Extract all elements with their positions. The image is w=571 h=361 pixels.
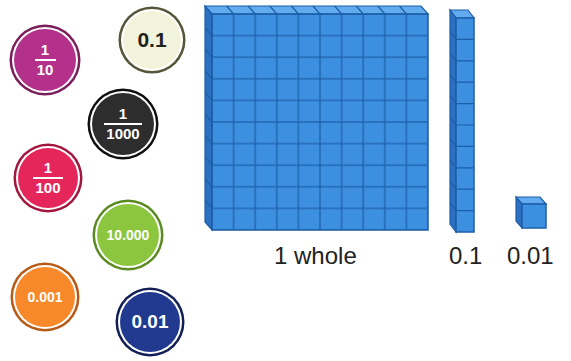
- counter-value: 0.1: [137, 29, 166, 51]
- counter-rim: [10, 25, 81, 96]
- place-value-counter: 1100: [13, 143, 83, 213]
- counter-value: 1: [41, 42, 49, 58]
- hundredth-cube: [516, 197, 546, 228]
- counter-rim: [119, 7, 186, 74]
- hundred-flat: [205, 6, 428, 230]
- counter-value: 1: [44, 160, 52, 176]
- counter-rim: [88, 89, 159, 160]
- place-value-counter: 0.001: [10, 262, 80, 332]
- counter-face: [97, 204, 159, 266]
- counter-value: 1: [119, 106, 127, 122]
- counter-ring: [13, 265, 77, 329]
- fraction-bar: [35, 59, 56, 61]
- counter-face: [15, 267, 75, 327]
- counter-ring: [121, 9, 183, 71]
- counter-ring: [95, 202, 161, 268]
- counter-value: 1000: [106, 126, 139, 142]
- fraction-bar: [104, 123, 142, 125]
- counter-face: [18, 148, 78, 208]
- counter-rim: [14, 144, 83, 213]
- place-value-counter: 110: [9, 24, 81, 96]
- counter-face: [92, 93, 154, 155]
- counter-text-box: 0.001: [10, 262, 80, 332]
- counter-value: 100: [35, 180, 60, 196]
- fraction-bar: [33, 177, 63, 179]
- counter-face: [14, 29, 76, 91]
- counter-rim: [93, 200, 164, 271]
- block-label: 0.1: [449, 242, 482, 270]
- place-value-counter: 1 1000: [87, 88, 159, 160]
- counter-text-box: 0.1: [118, 6, 186, 74]
- counter-value: 0.01: [132, 312, 169, 332]
- counter-rim: [11, 263, 80, 332]
- tenth-rod: [450, 10, 474, 232]
- counter-value: 0.001: [27, 290, 62, 305]
- counter-text-box: 0.01: [115, 287, 185, 357]
- counter-value: 10.000: [107, 228, 150, 243]
- counter-text-box: 1100: [13, 143, 83, 213]
- counter-ring: [90, 91, 156, 157]
- counter-ring: [118, 290, 182, 354]
- place-value-counter: 10.000: [92, 199, 164, 271]
- counter-face: [123, 11, 181, 69]
- counter-ring: [16, 146, 80, 210]
- counter-text-box: 10.000: [92, 199, 164, 271]
- block-label: 1 whole: [274, 242, 357, 270]
- place-value-counter: 0.1: [118, 6, 186, 74]
- block-label: 0.01: [507, 242, 554, 270]
- counter-face: [120, 292, 180, 352]
- counter-value: 10: [37, 62, 54, 78]
- counter-ring: [12, 27, 78, 93]
- counter-text-box: 1 1000: [87, 88, 159, 160]
- counter-rim: [116, 288, 185, 357]
- counter-text-box: 110: [9, 24, 81, 96]
- place-value-counter: 0.01: [115, 287, 185, 357]
